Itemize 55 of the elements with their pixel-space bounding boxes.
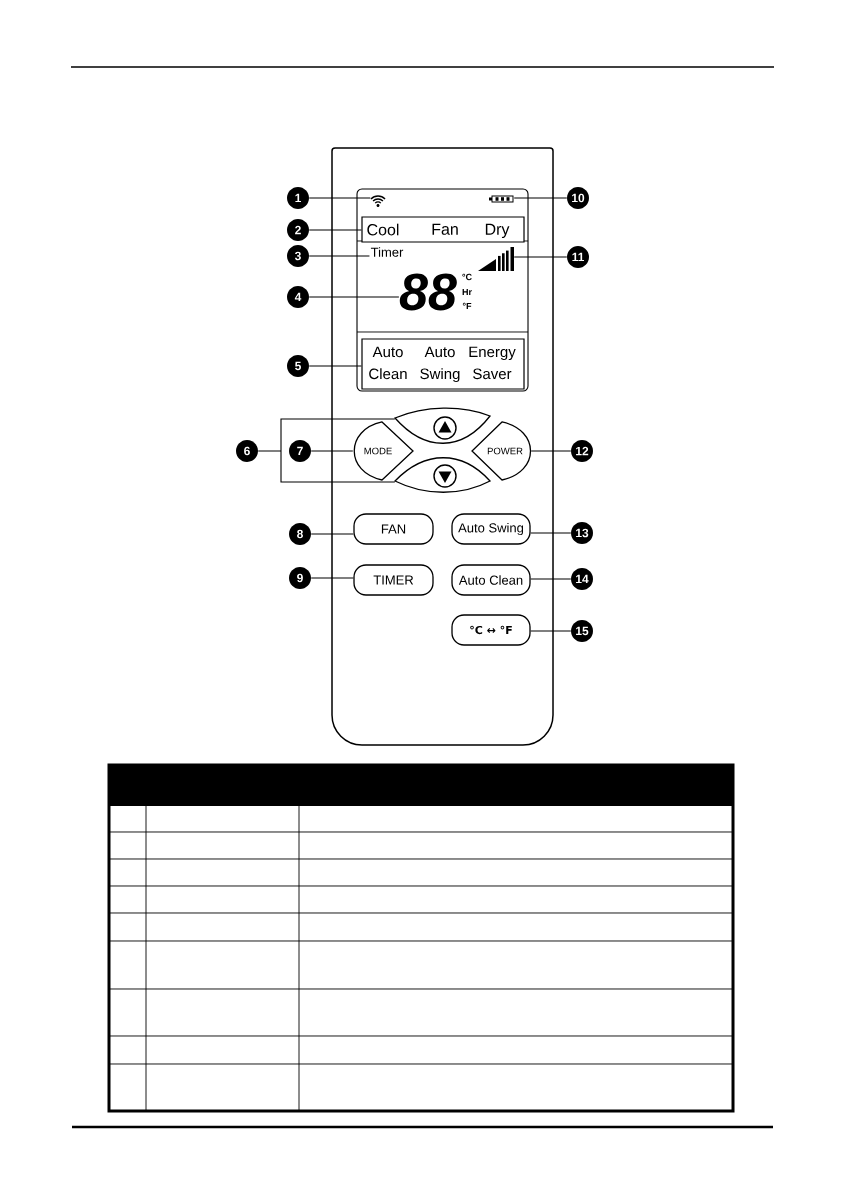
callout-number: 11	[567, 246, 589, 268]
leader-line	[513, 256, 568, 258]
callout-number: 3	[287, 245, 309, 267]
feature-indicator-box	[361, 338, 525, 390]
callout-number: 8	[289, 523, 311, 545]
leader-line	[308, 197, 371, 199]
callout-number: 13	[571, 522, 593, 544]
leader-line	[310, 533, 354, 535]
indicator-text: Timer	[370, 247, 404, 257]
mode-label: Fan	[432, 223, 458, 235]
leader-line	[310, 577, 354, 579]
unit-label: °F	[462, 302, 472, 310]
leader-line	[513, 197, 568, 199]
leader-line	[308, 365, 362, 367]
callout-number: 9	[289, 567, 311, 589]
leader-line	[530, 578, 572, 580]
power-button: POWER	[471, 421, 532, 481]
leader-line	[308, 296, 400, 298]
feature-label: Auto Swing	[420, 346, 460, 383]
clean-button: Auto Clean	[451, 564, 531, 596]
callout-number: 6	[236, 440, 258, 462]
feature-label: Energy Saver	[469, 346, 516, 380]
leader-line	[310, 450, 354, 452]
leader-line	[308, 255, 370, 257]
callout-number: 12	[571, 440, 593, 462]
callout-number: 15	[571, 620, 593, 642]
leader-line	[308, 229, 362, 231]
callout-number: 4	[287, 286, 309, 308]
callout-number: 7	[289, 440, 311, 462]
mode-label: Dry	[485, 223, 510, 238]
callout-number: 2	[287, 219, 309, 241]
mode-label: Cool	[367, 223, 399, 236]
feature-label: Auto Clean	[369, 346, 407, 380]
leader-line	[530, 450, 572, 452]
callout-number: 10	[567, 187, 589, 209]
signal-bars-icon	[478, 247, 514, 271]
digit-display: 88	[399, 273, 457, 311]
swing-button: Auto Swing	[451, 513, 531, 545]
callout-number: 5	[287, 355, 309, 377]
mode-button: MODE	[353, 421, 414, 481]
unit-label: Hr	[462, 288, 472, 296]
callout-number: 1	[287, 187, 309, 209]
leader-line	[530, 532, 572, 534]
wifi-icon	[370, 195, 386, 207]
up-button	[394, 407, 491, 444]
callout-number: 14	[571, 568, 593, 590]
unit-toggle-button: °C ↔ °F	[451, 614, 531, 646]
unit-label: °C	[462, 273, 472, 281]
down-button	[394, 457, 491, 493]
bracket-leader	[257, 418, 396, 483]
battery-icon	[489, 195, 514, 203]
fan-button: FAN	[353, 513, 434, 545]
leader-line	[530, 630, 572, 632]
mode-indicator-box	[361, 216, 525, 243]
timer-button: TIMER	[353, 564, 434, 596]
